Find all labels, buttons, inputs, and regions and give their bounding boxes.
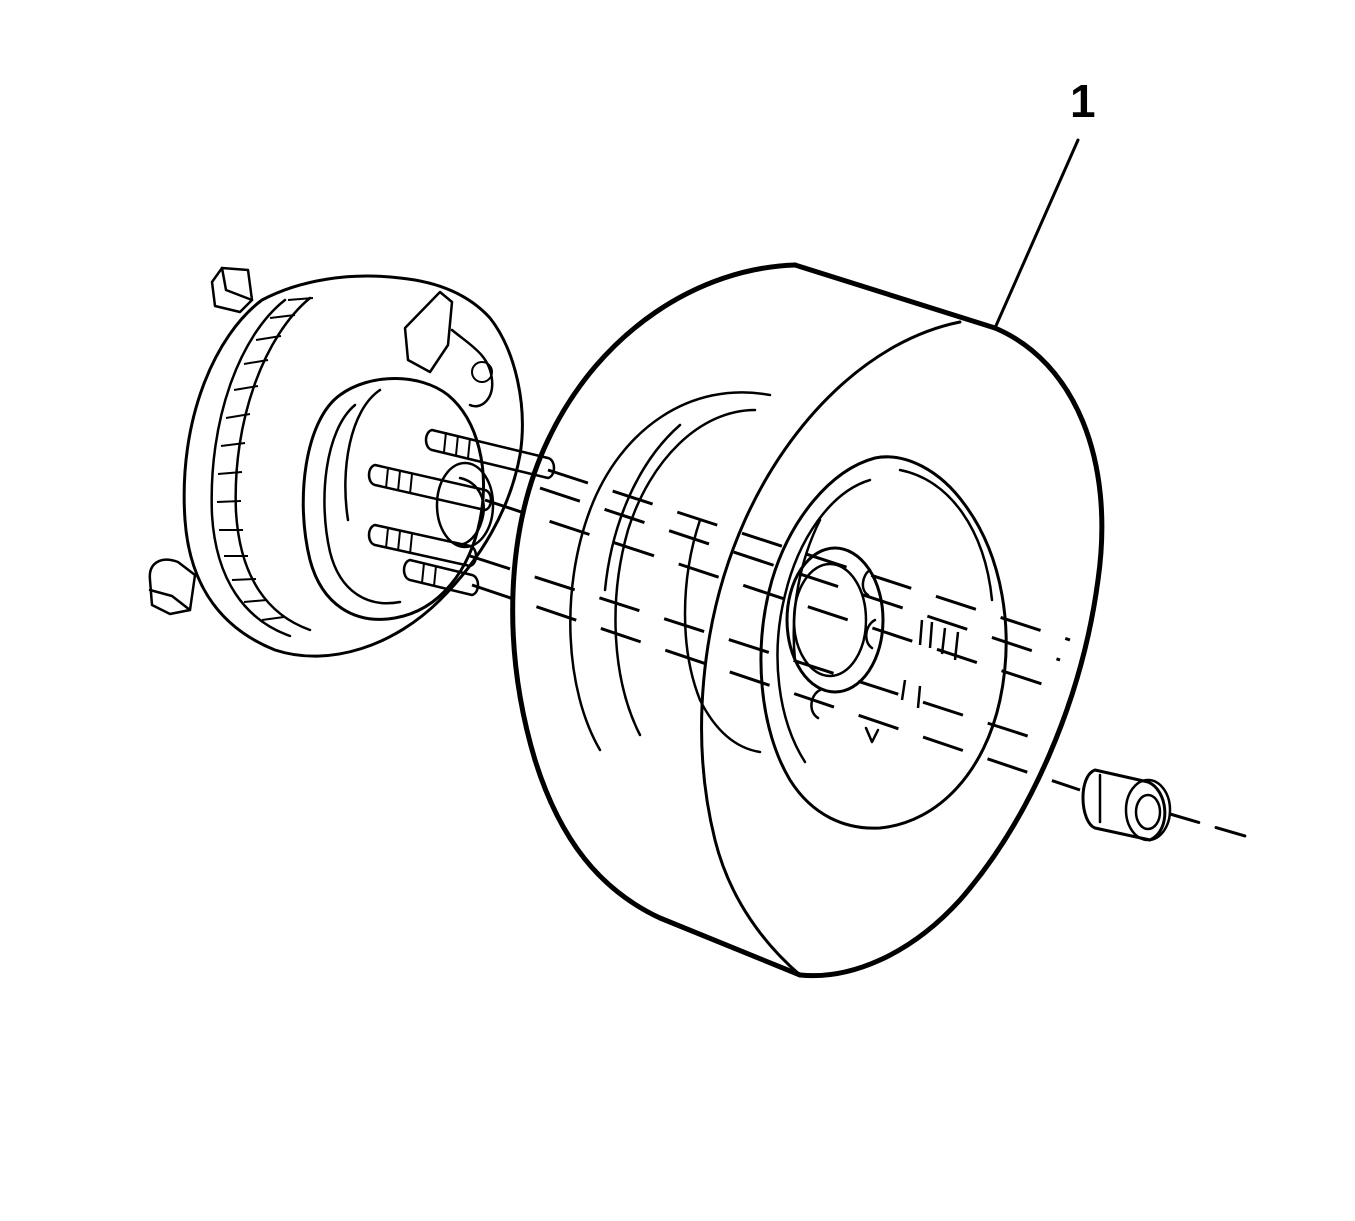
wheel-studs xyxy=(367,428,556,597)
lug-nut xyxy=(1081,768,1247,842)
hub-assembly xyxy=(148,266,556,658)
callout-label-1: 1 xyxy=(1070,75,1096,127)
stud-alignment-lines xyxy=(469,468,1081,792)
wheel-and-tire xyxy=(510,262,1105,979)
callout-leader-line xyxy=(993,138,1080,330)
